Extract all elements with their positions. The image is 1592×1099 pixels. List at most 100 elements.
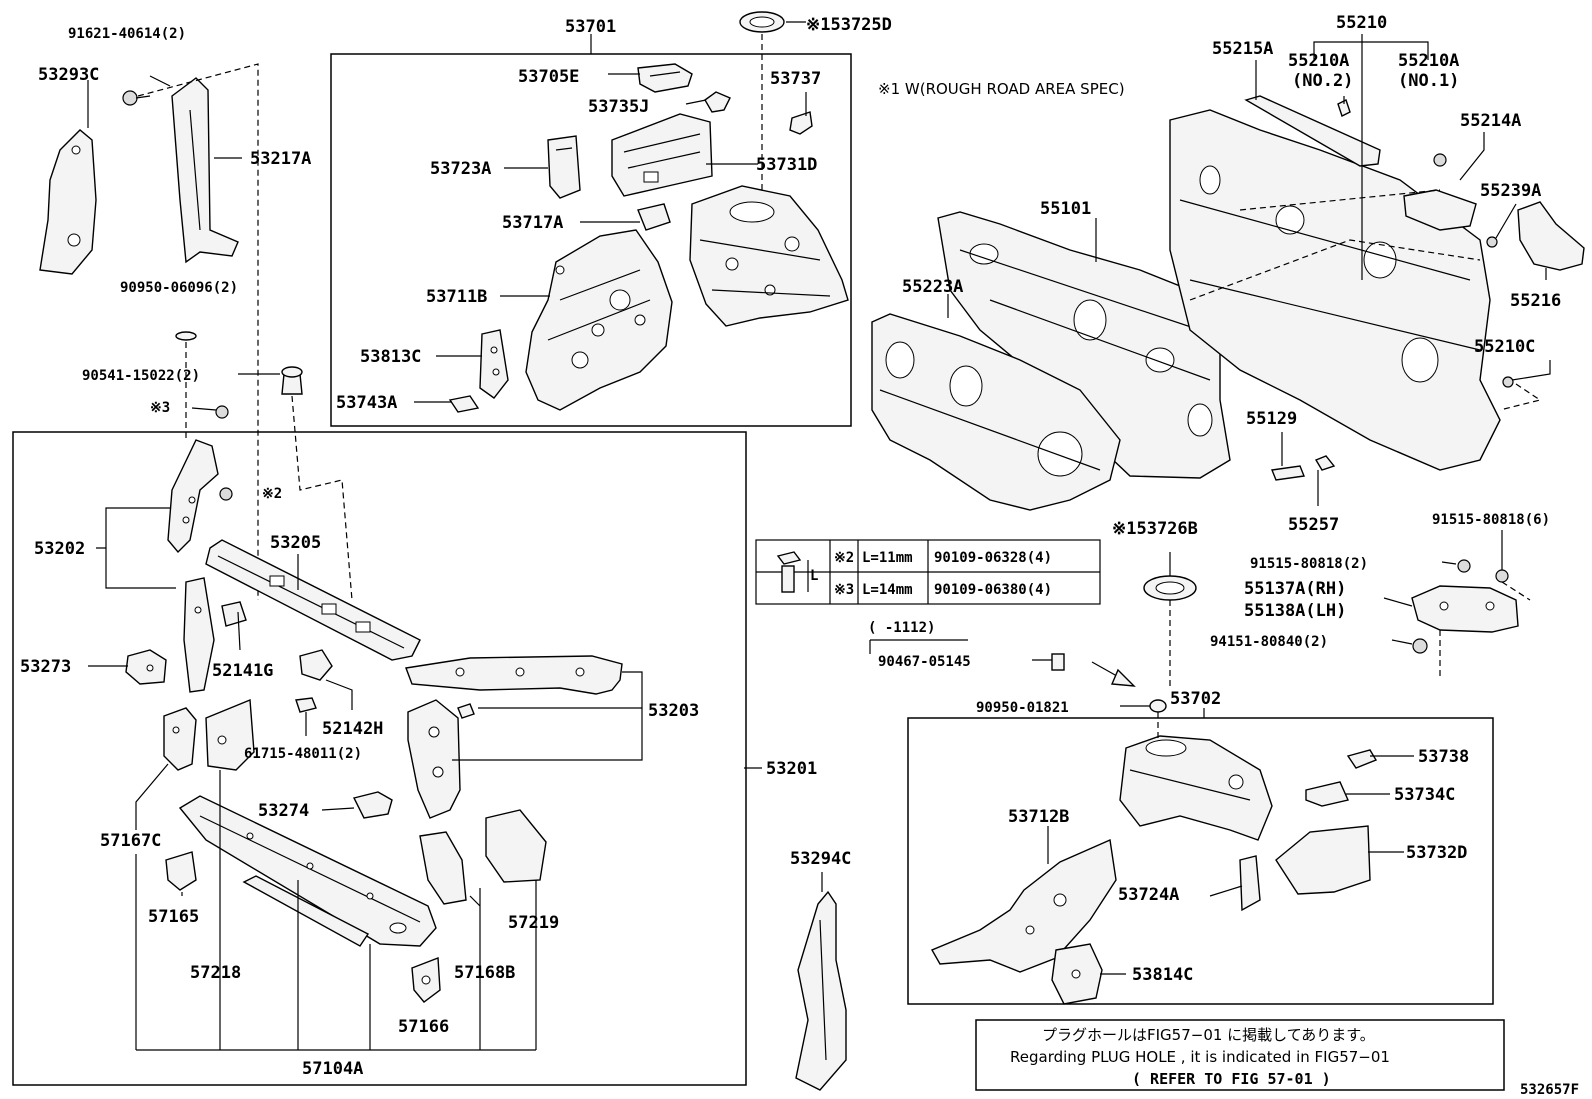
bolt-91621 [122, 90, 151, 106]
tab-53717A [637, 203, 671, 231]
bracket-57165 [165, 851, 197, 891]
plug-note-line3: ( REFER TO FIG 57-01 ) [1132, 1070, 1331, 1088]
plate-53732D [1275, 825, 1371, 895]
bracket-55137A [1411, 585, 1519, 633]
label-55239A: 55239A [1480, 181, 1541, 201]
plug-note-line2: Regarding PLUG HOLE , it is indicated in… [1010, 1048, 1390, 1066]
grommet-90541 [281, 366, 303, 395]
bolt-mark2 [219, 487, 233, 501]
label-53726B: ※153726B [1112, 519, 1198, 539]
suspension-tower-53731 [689, 185, 849, 327]
clip-55210C [1502, 376, 1514, 388]
clip-55210A-no1 [1433, 153, 1447, 167]
label-53712B: 53712B [1008, 807, 1069, 827]
label-94151: 94151-80840(2) [1210, 634, 1328, 650]
plate-53731D [611, 113, 713, 197]
bolt-spec-table [755, 539, 1101, 605]
insulator-55223A [871, 313, 1121, 511]
bolt-table-part-1: 90109-06328(4) [934, 550, 1052, 566]
bracket-53273 [125, 649, 167, 685]
label-91515-2: 91515-80818(2) [1250, 556, 1368, 572]
label-55129: 55129 [1246, 409, 1297, 429]
dash-panel-55101 [937, 211, 1231, 479]
label-53743A: 53743A [336, 393, 397, 413]
bracket-57219 [485, 809, 547, 883]
label-90950-01821: 90950-01821 [976, 700, 1069, 716]
label-53217A: 53217A [250, 149, 311, 169]
bracket-53723A [547, 135, 581, 199]
label-57168B: 57168B [454, 963, 515, 983]
plug-hole-note: プラグホールはFIG57−01 に掲載してあります。 Regarding PLU… [975, 1019, 1505, 1091]
label-55210A-no2: 55210A [1288, 51, 1349, 71]
panel-57218 [205, 698, 255, 771]
label-53205: 53205 [270, 533, 321, 553]
clip-53735J [704, 91, 731, 113]
bolt-table-dim: L [810, 568, 818, 584]
crossmember-53205 [205, 539, 421, 661]
label-57165: 57165 [148, 907, 199, 927]
bracket-53814C [1051, 943, 1103, 1005]
arrow-icon [1091, 661, 1136, 687]
label-53723A: 53723A [430, 159, 491, 179]
label-91621: 91621-40614(2) [68, 26, 186, 42]
label-91515-6: 91515-80818(6) [1432, 512, 1550, 528]
clip-55210A-no2 [1337, 99, 1351, 117]
label-55101: 55101 [1040, 199, 1091, 219]
bumper-reinforcement-57104A [178, 795, 437, 947]
bolt-91515-b [1495, 569, 1509, 583]
bolt-icon [776, 551, 809, 593]
label-53705E: 53705E [518, 67, 579, 87]
group-box-53702 [907, 717, 1494, 1005]
label-53725D: ※153725D [806, 15, 892, 35]
label-53702: 53702 [1170, 689, 1221, 709]
group-box-53201 [12, 431, 747, 1086]
ring-53725D [739, 11, 785, 33]
clip-55239A [1486, 236, 1498, 248]
label-53202: 53202 [34, 539, 85, 559]
clip-53203 [457, 703, 475, 719]
spec-note: ※1 W(ROUGH ROAD AREA SPEC) [878, 80, 1125, 98]
label-53701: 53701 [565, 17, 616, 37]
label-55210A-no1: 55210A [1398, 51, 1459, 71]
label-53203: 53203 [648, 701, 699, 721]
panel-53294C [795, 890, 847, 1091]
label-53711B: 53711B [426, 287, 487, 307]
label-53201: 53201 [766, 759, 817, 779]
label-55210A-no1-sub: (NO.1) [1398, 71, 1459, 91]
label-57167C: 57167C [100, 831, 161, 851]
label-55210C: 55210C [1474, 337, 1535, 357]
label-55138A: 55138A(LH) [1244, 601, 1346, 621]
label-57219: 57219 [508, 913, 559, 933]
bracket-57166 [411, 957, 441, 1003]
label-55215A: 55215A [1212, 39, 1273, 59]
label-61715: 61715-48011(2) [244, 746, 362, 762]
clip-55257 [1314, 455, 1336, 471]
label-53813C: 53813C [360, 347, 421, 367]
label-55257: 55257 [1288, 515, 1339, 535]
bracket-55216 [1517, 201, 1585, 271]
label-53737: 53737 [770, 69, 821, 89]
label-55216: 55216 [1510, 291, 1561, 311]
bracket-53737 [789, 111, 813, 135]
label-53732D: 53732D [1406, 843, 1467, 863]
bracket-53202 [167, 439, 219, 554]
label-57104A: 57104A [302, 1059, 363, 1079]
label-90541: 90541-15022(2) [82, 368, 200, 384]
bolt-mark3 [215, 405, 229, 419]
panel-53203-side [407, 699, 461, 819]
clip-53743A [448, 395, 480, 413]
bracket-53813C [479, 329, 509, 399]
label-53293C: 53293C [38, 65, 99, 85]
label-53735J: 53735J [588, 97, 649, 117]
bracket-57167C [163, 707, 197, 771]
washer-90950 [175, 331, 197, 341]
clip-61715 [295, 697, 317, 713]
label-55210: 55210 [1336, 13, 1387, 33]
label-53273: 53273 [20, 657, 71, 677]
bolt-table-part-2: 90109-06380(4) [934, 582, 1052, 598]
label-52141G: 52141G [212, 661, 273, 681]
clip-53738 [1346, 749, 1378, 769]
label-90950-06096: 90950-06096(2) [120, 280, 238, 296]
bolt-table-length-1: L=11mm [862, 550, 913, 566]
